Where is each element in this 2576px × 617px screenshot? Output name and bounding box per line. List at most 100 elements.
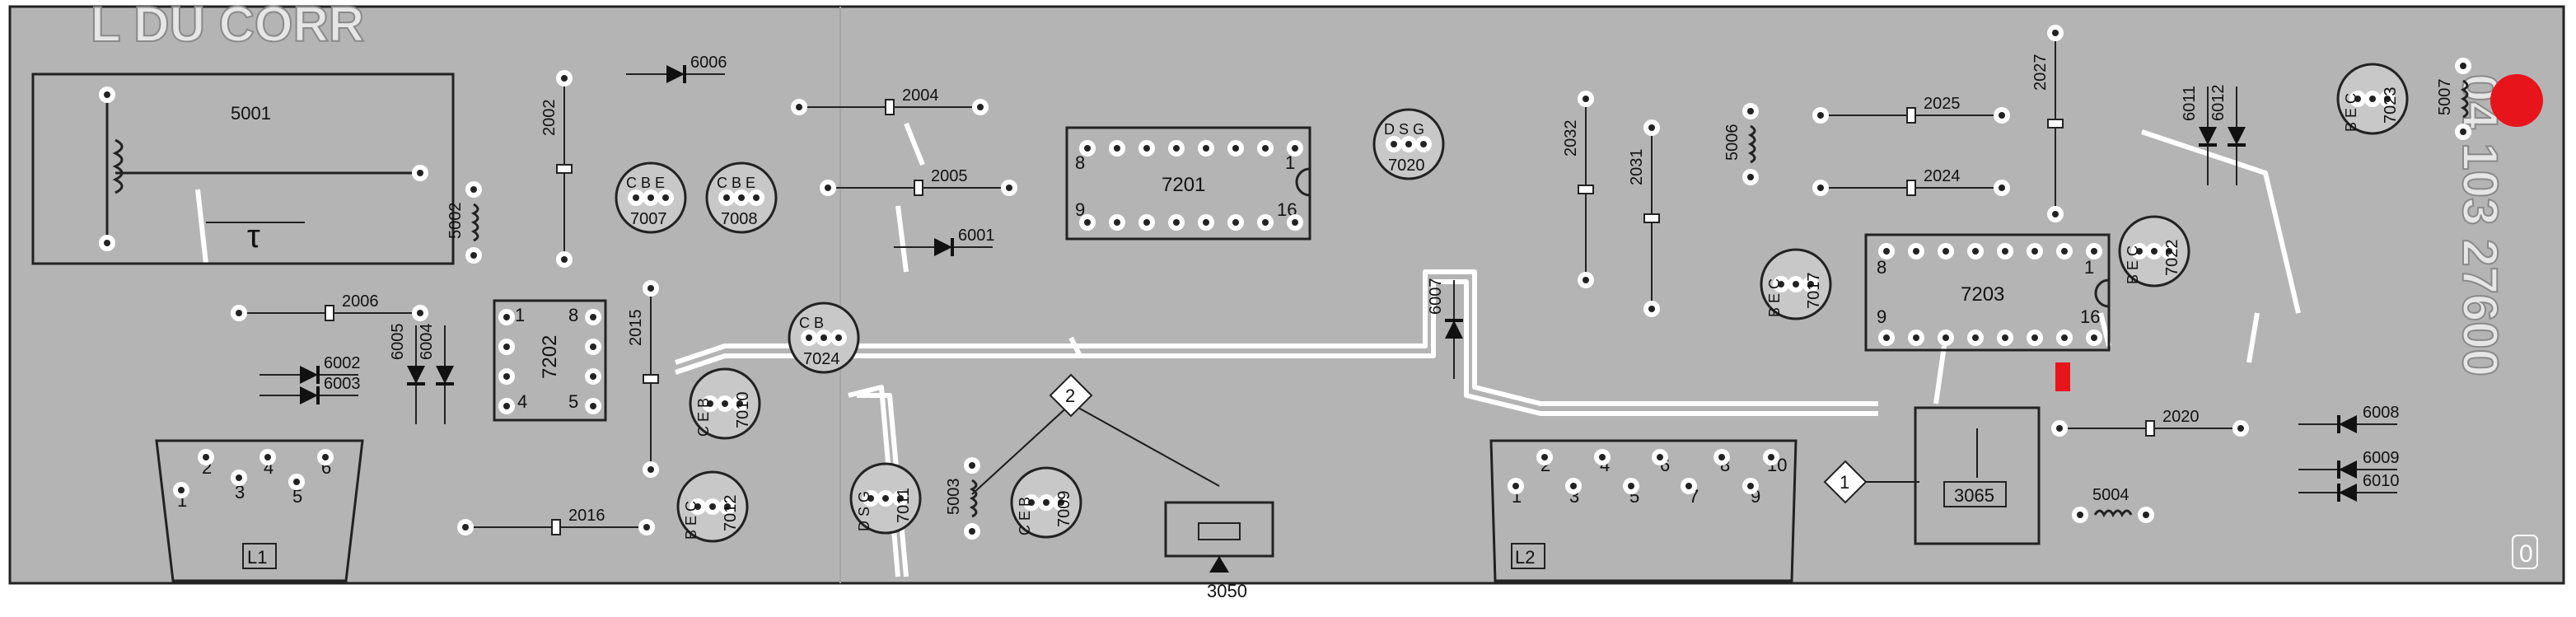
diode-6008: 6008	[2298, 404, 2400, 433]
solder-hole	[738, 194, 745, 201]
solder-hole	[796, 104, 802, 110]
transistor-ref: 7007	[630, 210, 667, 228]
transistor-ref: 7009	[1055, 491, 1073, 528]
transistor-pins: C E B	[1017, 497, 1033, 535]
solder-hole	[1420, 141, 1427, 147]
solder-hole	[633, 194, 639, 201]
solder-hole	[293, 479, 300, 485]
diode-6012: 6012	[2209, 85, 2246, 185]
svg-text:3065: 3065	[1954, 485, 1994, 506]
solder-hole	[2136, 248, 2143, 255]
solder-hole	[1747, 483, 1754, 489]
capacitor-ref: 2031	[1628, 149, 1646, 186]
solder-hole	[820, 334, 827, 341]
capacitor-2031: 2031	[1628, 119, 1660, 317]
solder-hole	[2354, 96, 2361, 102]
transistor-ref: 7010	[734, 392, 752, 429]
solder-hole	[236, 310, 242, 316]
solder-hole	[1043, 499, 1050, 506]
coil-5007: 5007	[2436, 58, 2471, 140]
solder-hole	[503, 403, 510, 409]
transistor-pins: D S G	[856, 491, 872, 531]
diode-6004: 6004	[418, 324, 454, 424]
capacitor-2024: 2024	[1812, 167, 2010, 196]
solder-hole	[2369, 96, 2376, 102]
capacitor-2016: 2016	[457, 507, 655, 535]
solder-hole	[2151, 248, 2158, 255]
solder-hole	[1999, 185, 2005, 191]
solder-hole	[1173, 145, 1180, 152]
diode-ref: 6006	[690, 54, 727, 72]
transistor-pins: C B	[799, 315, 824, 331]
solder-hole	[806, 334, 812, 341]
solder-hole	[1883, 334, 1890, 341]
solder-hole	[1292, 145, 1298, 152]
coil-ref: 5003	[945, 479, 963, 516]
svg-text:5: 5	[292, 486, 302, 507]
solder-hole	[322, 454, 329, 460]
solder-hole	[1943, 248, 1949, 255]
capacitor-2027: 2027	[2031, 25, 2064, 222]
diode-ref: 6001	[958, 227, 995, 245]
solder-hole	[897, 495, 904, 502]
capacitor-2002: 2002	[540, 70, 573, 268]
test-point-1: 1	[1823, 460, 1868, 504]
solder-hole	[1747, 174, 1754, 180]
solder-hole	[561, 75, 568, 82]
capacitor-ref: 2002	[540, 100, 559, 137]
solder-hole	[2143, 512, 2149, 518]
diode-ref: 6002	[324, 354, 361, 372]
solder-hole	[561, 256, 568, 263]
solder-hole	[825, 185, 831, 191]
solder-hole	[2002, 248, 2008, 255]
solder-hole	[2166, 248, 2172, 255]
solder-hole	[1972, 334, 1979, 341]
svg-text:3050: 3050	[1207, 581, 1247, 601]
solder-hole	[1972, 248, 1979, 255]
solder-hole	[1262, 145, 1269, 152]
board-header-text: L DU CORR	[91, 0, 364, 52]
svg-text:3: 3	[235, 482, 245, 502]
solder-hole	[1143, 145, 1150, 152]
solder-hole	[104, 240, 110, 246]
solder-hole	[1203, 145, 1209, 152]
solder-hole	[1648, 306, 1655, 312]
solder-hole	[1173, 219, 1180, 226]
solder-hole	[590, 314, 596, 320]
solder-hole	[2052, 211, 2059, 217]
transistor-ref: 7017	[1805, 273, 1823, 310]
diode-6003: 6003	[259, 375, 361, 404]
red-marker	[2055, 362, 2070, 391]
capacitor-2015: 2015	[627, 280, 659, 478]
transistor-ref: 7023	[2382, 87, 2400, 124]
solder-hole	[736, 400, 743, 407]
solder-hole	[1058, 499, 1064, 506]
solder-hole	[1232, 145, 1239, 152]
capacitor-ref: 2032	[1562, 120, 1580, 157]
solder-hole	[1883, 248, 1890, 255]
solder-hole	[648, 194, 654, 201]
capacitor-2006: 2006	[231, 292, 428, 321]
solder-hole	[977, 104, 984, 110]
diode-6011: 6011	[2181, 86, 2217, 185]
diode-ref: 6011	[2181, 86, 2199, 121]
solder-hole	[753, 194, 760, 201]
solder-hole	[503, 314, 510, 320]
diode-ref: 6004	[418, 324, 436, 361]
solder-hole	[2031, 334, 2038, 341]
ic-7201-ref: 7201	[1162, 174, 1205, 196]
diode-6010: 6010	[2298, 472, 2400, 502]
solder-hole	[1817, 185, 1824, 191]
diode-6009: 6009	[2298, 449, 2400, 479]
solder-hole	[882, 495, 889, 502]
capacitor-ref: 2020	[2162, 408, 2200, 426]
capacitors-layer: 2002200420052006201520162020202420252027…	[231, 25, 2249, 535]
transistor-ref: 7012	[722, 495, 740, 532]
transformer-ref: 5001	[231, 103, 271, 124]
svg-text:8: 8	[1877, 257, 1886, 278]
